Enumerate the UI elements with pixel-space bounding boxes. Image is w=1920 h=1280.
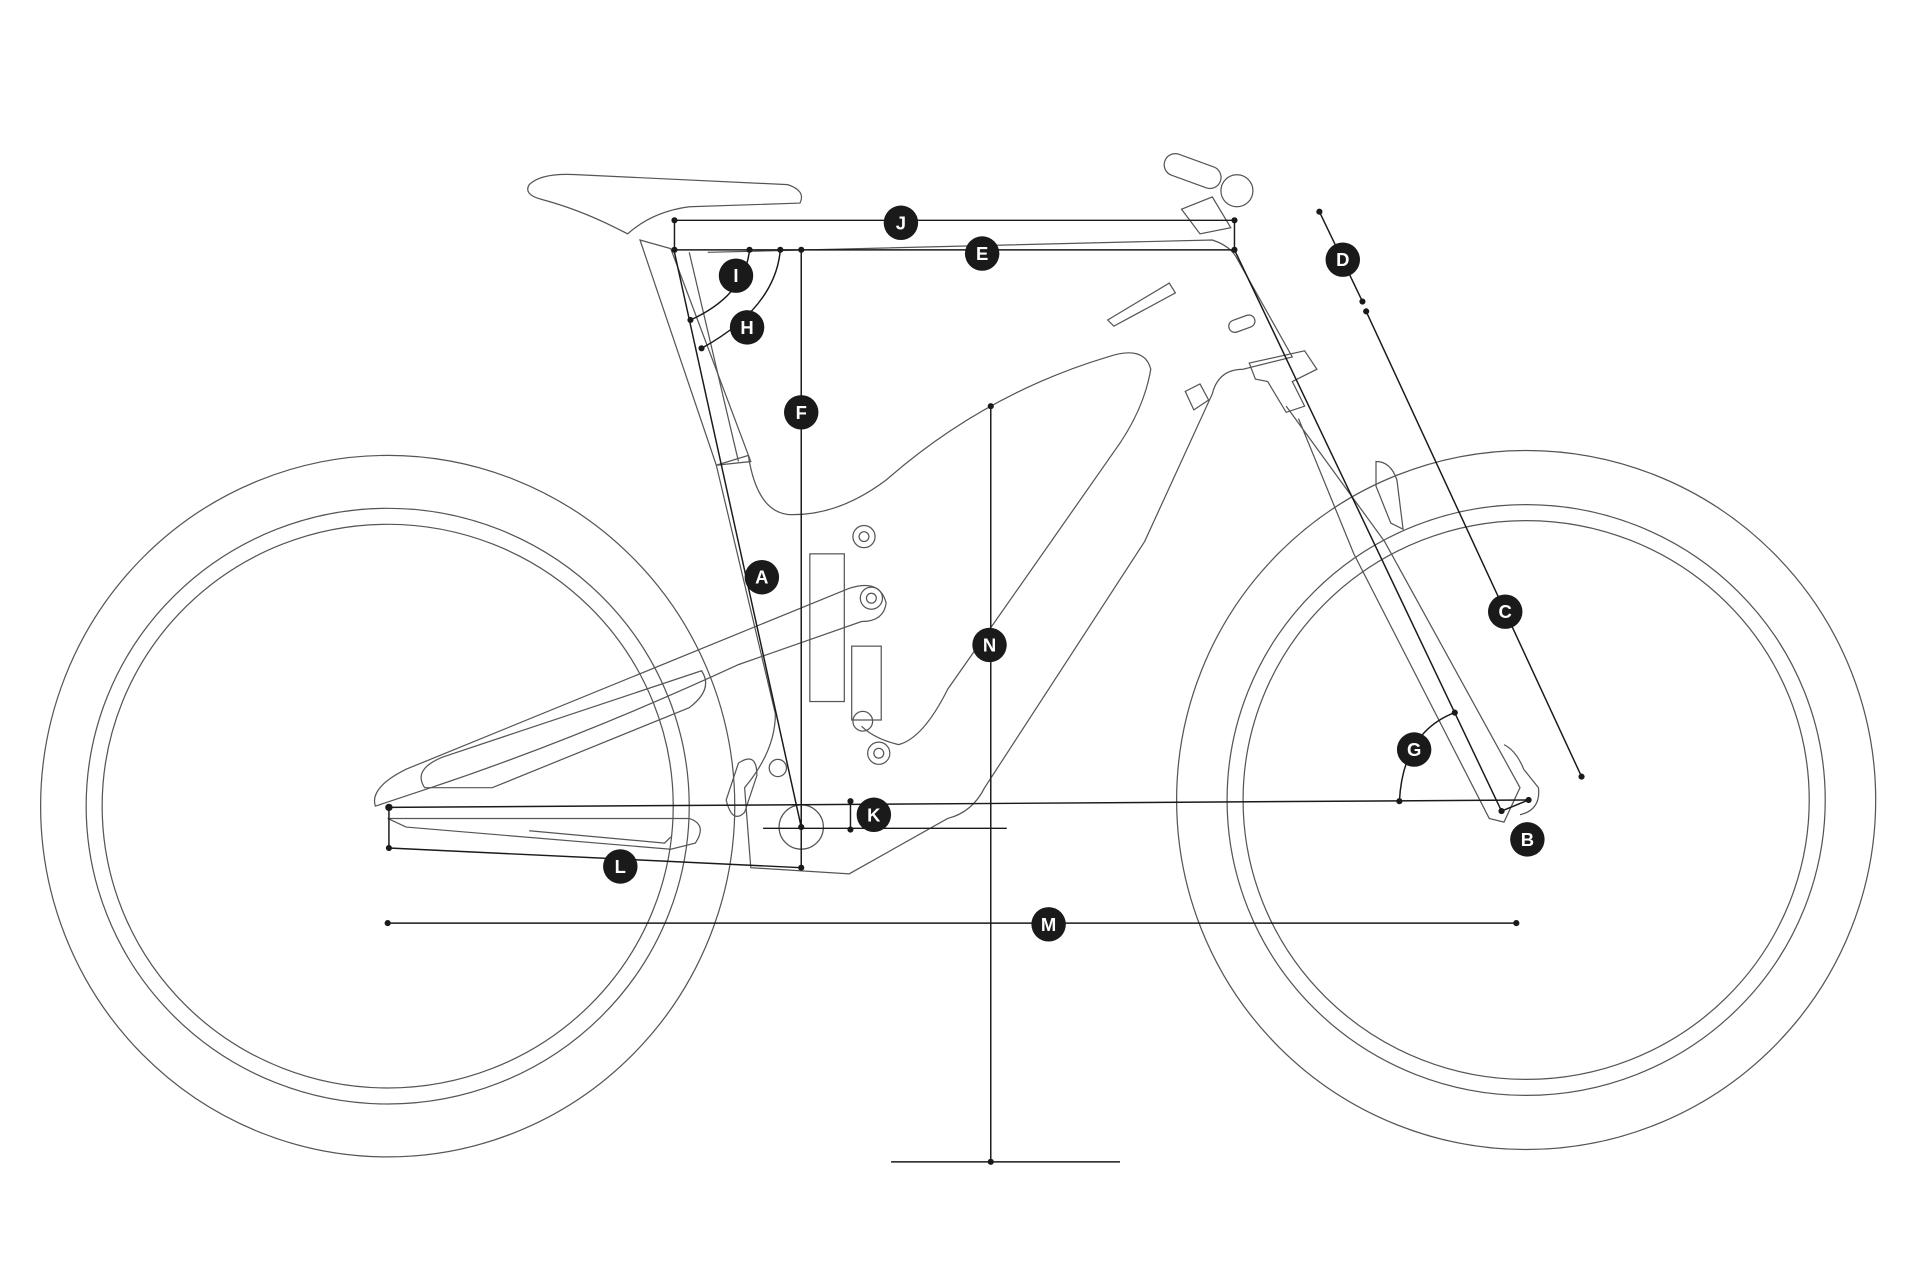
label-j: J bbox=[883, 205, 919, 240]
saddle bbox=[527, 173, 803, 466]
svg-text:D: D bbox=[1336, 249, 1349, 270]
svg-text:H: H bbox=[740, 317, 753, 338]
rear-triangle bbox=[373, 584, 887, 850]
svg-text:G: G bbox=[1407, 739, 1421, 760]
dimension-endpoints bbox=[384, 208, 1585, 1165]
svg-text:K: K bbox=[867, 804, 881, 825]
label-b: B bbox=[1510, 822, 1545, 857]
frame bbox=[688, 239, 1294, 875]
label-e: E bbox=[964, 236, 1000, 271]
svg-text:F: F bbox=[796, 402, 807, 423]
label-d: D bbox=[1325, 242, 1360, 277]
label-h: H bbox=[729, 310, 765, 345]
fork-and-cockpit bbox=[1163, 153, 1540, 823]
dimension-lines bbox=[387, 211, 1583, 1163]
svg-text:N: N bbox=[983, 634, 996, 655]
svg-text:I: I bbox=[733, 265, 738, 286]
label-f: F bbox=[784, 395, 819, 430]
label-c: C bbox=[1488, 594, 1523, 629]
label-m: M bbox=[1031, 907, 1066, 942]
label-n: N bbox=[972, 627, 1007, 663]
label-l: L bbox=[603, 849, 638, 884]
label-g: G bbox=[1396, 732, 1432, 767]
svg-text:B: B bbox=[1521, 829, 1534, 850]
rear-shock bbox=[768, 524, 891, 778]
label-k: K bbox=[856, 797, 892, 832]
svg-text:A: A bbox=[755, 567, 768, 588]
front-wheel bbox=[1176, 449, 1877, 1151]
svg-text:E: E bbox=[976, 243, 988, 264]
svg-text:M: M bbox=[1041, 914, 1056, 935]
svg-text:C: C bbox=[1499, 601, 1512, 622]
svg-text:J: J bbox=[896, 212, 906, 233]
svg-text:L: L bbox=[615, 856, 626, 877]
label-a: A bbox=[744, 560, 780, 595]
label-i: I bbox=[718, 258, 754, 293]
